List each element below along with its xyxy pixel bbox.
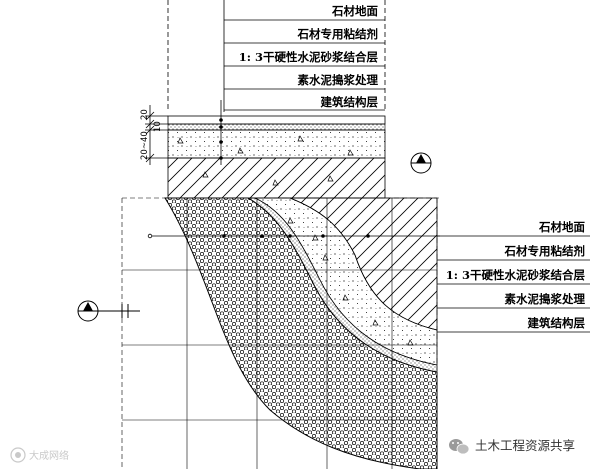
- top-layer-label-2: 石材专用粘结剂: [297, 27, 379, 41]
- dim-20-40: 20~40: [140, 131, 150, 160]
- watermark-left: 大成网络: [10, 447, 69, 463]
- svg-text:A: A: [86, 304, 91, 312]
- section-marker-bottom: A: [77, 300, 140, 322]
- top-detail: 石材地面 石材专用粘结剂 1: 3干硬性水泥砂浆结合层 素水泥搗浆处理 建筑结构…: [140, 0, 432, 199]
- top-layer-label-1: 石材地面: [331, 4, 378, 18]
- watermark-right: 土木工程资源共享: [445, 434, 598, 456]
- dim-20: 20: [140, 109, 150, 120]
- watermark-left-text: 大成网络: [29, 449, 69, 462]
- top-layer-label-4: 素水泥搗浆处理: [298, 73, 379, 87]
- top-layer-label-5: 建筑结构层: [321, 95, 379, 109]
- bottom-detail: 石材地面 石材专用粘结剂 1: 3干硬性水泥砂浆结合层 素水泥搗浆处理 建筑结构…: [77, 197, 590, 469]
- bottom-layer-label-3: 1: 3干硬性水泥砂浆结合层: [446, 268, 586, 282]
- watermark-right-text: 土木工程资源共享: [475, 438, 575, 453]
- bottom-layer-label-1: 石材地面: [538, 220, 585, 234]
- bottom-layer-label-5: 建筑结构层: [528, 316, 586, 330]
- bottom-layer-label-4: 素水泥搗浆处理: [505, 292, 586, 306]
- top-layer-label-3: 1: 3干硬性水泥砂浆结合层: [239, 50, 379, 64]
- watermark-logo-icon: [10, 447, 26, 463]
- wechat-icon: [449, 439, 470, 455]
- section-marker-top: A: [410, 152, 432, 174]
- bottom-layer-label-2: 石材专用粘结剂: [504, 244, 586, 258]
- svg-text:A: A: [419, 156, 424, 164]
- dim-10: 10: [153, 121, 163, 132]
